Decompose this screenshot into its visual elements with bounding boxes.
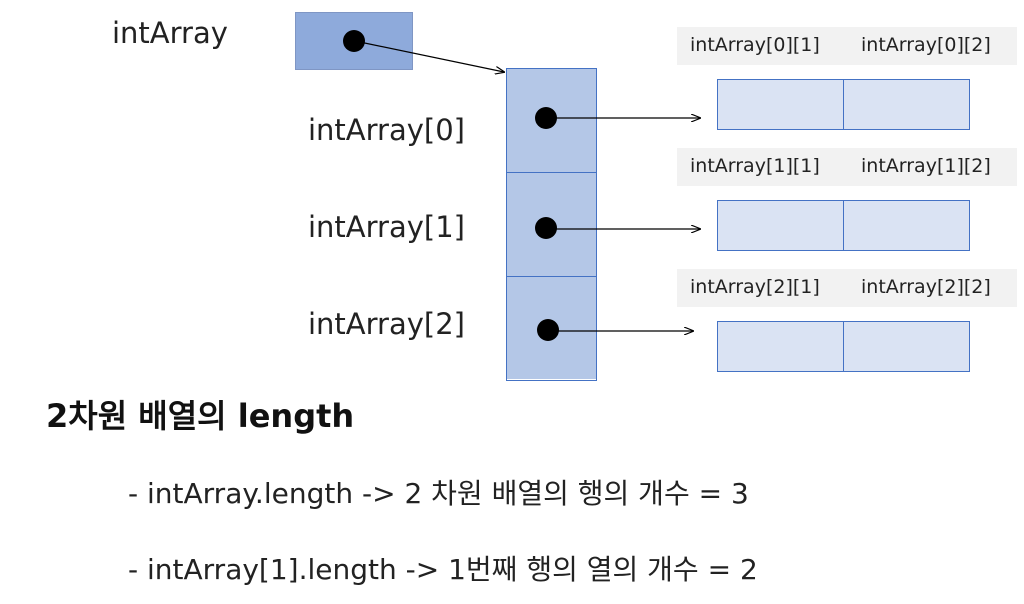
bullet-row-length: - intArray[1].length -> 1번째 행의 열의 개수 = 2 bbox=[128, 553, 758, 586]
row-label-1: intArray[1] bbox=[308, 210, 465, 244]
length-section-heading: 2차원 배열의 length bbox=[46, 397, 355, 435]
element-cell-2-2 bbox=[843, 322, 969, 371]
row-2-pointer-dot bbox=[537, 319, 559, 341]
row-reference-cell-2 bbox=[507, 277, 596, 379]
element-header-1-1: intArray[1][1] bbox=[690, 155, 820, 177]
element-cell-1-2 bbox=[843, 201, 969, 250]
root-pointer-dot bbox=[343, 30, 365, 52]
element-array-row-0 bbox=[717, 79, 970, 130]
root-variable-label: intArray bbox=[112, 16, 228, 50]
element-header-2-1: intArray[2][1] bbox=[690, 276, 820, 298]
element-header-2-2: intArray[2][2] bbox=[861, 276, 991, 298]
element-cell-1-1 bbox=[718, 201, 843, 250]
bullet-outer-length: - intArray.length -> 2 차원 배열의 행의 개수 = 3 bbox=[128, 477, 749, 510]
element-header-strip-0: intArray[0][1] intArray[0][2] bbox=[677, 27, 1017, 65]
element-header-0-2: intArray[0][2] bbox=[861, 34, 991, 56]
element-array-row-2 bbox=[717, 321, 970, 372]
root-reference-box bbox=[295, 12, 413, 70]
element-header-0-1: intArray[0][1] bbox=[690, 34, 820, 56]
element-header-strip-2: intArray[2][1] intArray[2][2] bbox=[677, 269, 1017, 307]
element-cell-0-1 bbox=[718, 80, 843, 129]
row-reference-cell-1 bbox=[507, 173, 596, 277]
element-cell-0-2 bbox=[843, 80, 969, 129]
row-label-2: intArray[2] bbox=[308, 307, 465, 341]
element-cell-2-1 bbox=[718, 322, 843, 371]
element-array-row-1 bbox=[717, 200, 970, 251]
row-1-pointer-dot bbox=[535, 217, 557, 239]
element-header-1-2: intArray[1][2] bbox=[861, 155, 991, 177]
element-header-strip-1: intArray[1][1] intArray[1][2] bbox=[677, 148, 1017, 186]
root-to-row-array-arrow bbox=[354, 40, 504, 72]
row-label-0: intArray[0] bbox=[308, 113, 465, 147]
